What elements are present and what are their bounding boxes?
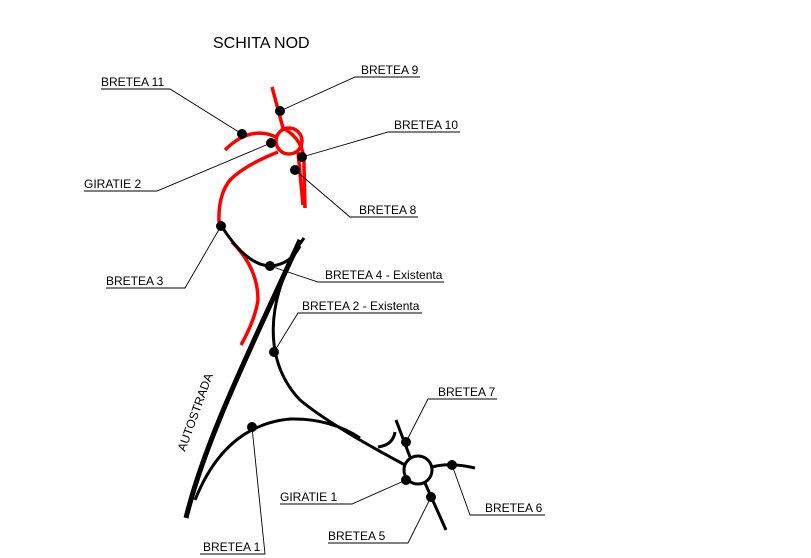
giratie-2-circle: [274, 126, 304, 156]
leader-lines: [84, 76, 545, 555]
label-bretea-1: BRETEA 1: [203, 540, 261, 554]
label-giratie-2: GIRATIE 2: [84, 177, 141, 191]
label-bretea-3: BRETEA 3: [106, 274, 164, 288]
label-bretea-7: BRETEA 7: [438, 385, 496, 399]
label-bretea-10: BRETEA 10: [394, 118, 458, 132]
label-bretea-2: BRETEA 2 - Existenta: [302, 299, 420, 313]
label-giratie-1: GIRATIE 1: [280, 490, 337, 504]
label-bretea-6: BRETEA 6: [485, 501, 543, 515]
diagram-title: SCHITA NOD: [213, 35, 310, 52]
existing-ramps: [193, 221, 476, 531]
label-bretea-5: BRETEA 5: [328, 529, 386, 543]
label-bretea-4: BRETEA 4 - Existenta: [325, 268, 443, 282]
label-bretea-11: BRETEA 11: [101, 75, 164, 89]
giratie-2-roads: [217, 86, 307, 346]
label-bretea-9: BRETEA 9: [361, 63, 419, 77]
label-bretea-8: BRETEA 8: [359, 203, 417, 217]
giratie-1-circle: [402, 454, 434, 486]
